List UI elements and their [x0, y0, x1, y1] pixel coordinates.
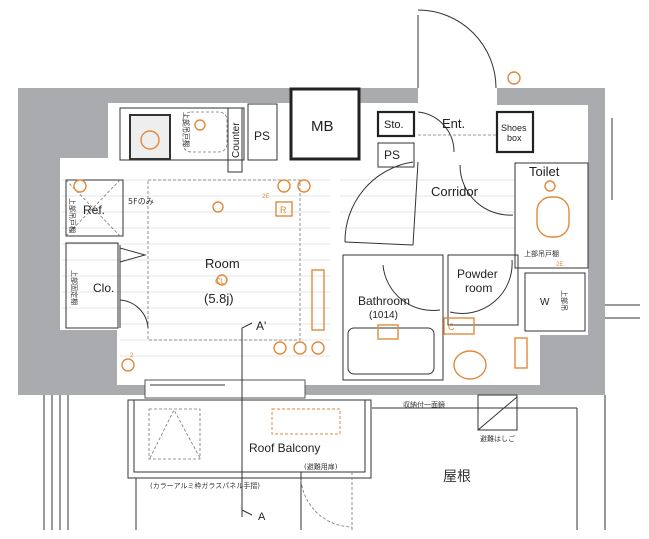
label-escape-door: (避難用扉): [304, 462, 338, 471]
label-ref: Ref.: [83, 203, 105, 217]
label-shoes-box: box: [507, 133, 522, 143]
label-2e-b: 2E: [556, 262, 563, 268]
label-powder: Powder: [457, 267, 498, 281]
label-5f-only: 5Fのみ: [128, 197, 154, 206]
label-room-cl: CL: [215, 277, 226, 286]
label-counter: Counter: [231, 122, 242, 158]
label-bathroom-size: (1014): [369, 310, 398, 321]
label-kitchen-cabinet: 上部吊戸棚: [182, 112, 191, 147]
left-facade-lines: [43, 395, 69, 530]
label-mirror: 収納付一面鏡: [403, 400, 445, 409]
label-2: 2: [130, 353, 134, 359]
label-closet-shelf: 上部固定棚: [70, 270, 79, 305]
label-toilet: Toilet: [529, 164, 560, 179]
label-ref-cabinet: 上部吊戸棚: [68, 198, 77, 233]
label-roof: 屋根: [443, 469, 471, 485]
label-c: C: [448, 322, 455, 332]
label-2e: 2E: [262, 194, 269, 200]
label-bathroom: Bathroom: [358, 294, 410, 308]
label-closet: Clo.: [93, 281, 114, 295]
label-escape-ladder: 避難はしご: [480, 434, 515, 443]
label-entrance: Ent.: [442, 116, 465, 131]
label-room-size: (5.8j): [204, 291, 234, 306]
label-washer: W: [540, 297, 550, 308]
label-roof-balcony: Roof Balcony: [249, 441, 320, 455]
label-railing: (カラーアルミ枠ガラスパネル手摺): [150, 481, 260, 490]
stove: [129, 114, 171, 160]
label-corridor: Corridor: [431, 184, 479, 199]
label-shoes: Shoes: [501, 123, 527, 133]
label-ps-top: PS: [254, 129, 270, 143]
label-ps-small: PS: [384, 148, 400, 162]
label-powder-room: room: [465, 281, 492, 295]
window: [144, 379, 306, 399]
mb-shaft: [289, 87, 361, 161]
label-storage: Sto.: [384, 119, 404, 131]
label-room: Room: [205, 256, 240, 271]
label-washer-cabinet: 上部吊: [560, 290, 569, 311]
entrance-opening: [418, 86, 497, 106]
label-mb: MB: [311, 118, 334, 135]
label-toilet-cabinet: 上部吊戸棚: [524, 249, 559, 258]
label-section-top: A': [256, 319, 266, 333]
label-r: R: [280, 205, 287, 215]
label-section-bottom: A: [258, 511, 266, 523]
